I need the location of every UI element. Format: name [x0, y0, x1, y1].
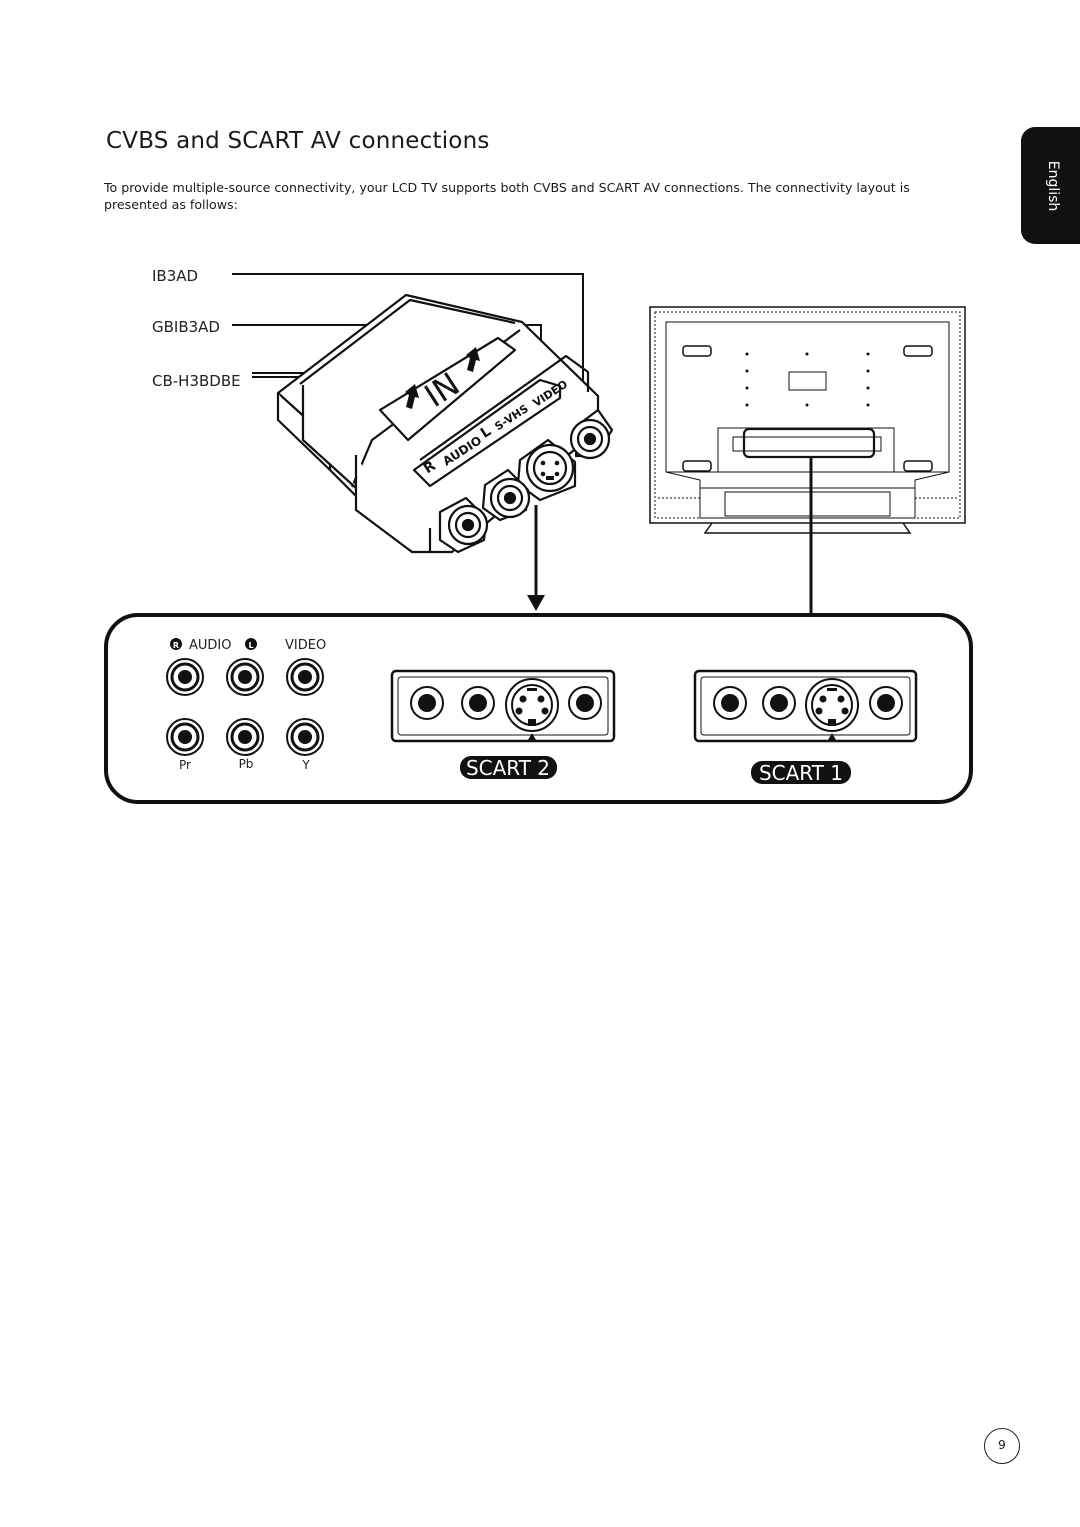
- scart-adapter-illustration: IN R AUDIO L S-VHS VIDEO: [276, 293, 614, 554]
- audio-r-badge: [170, 638, 182, 650]
- component-jack-pb: [226, 718, 264, 756]
- page-title: CVBS and SCART AV connections: [106, 128, 490, 154]
- audio-l-badge-text: L: [248, 641, 253, 650]
- callout-label-ib3ad: IB3AD: [152, 267, 198, 285]
- scart2-connector-block: [390, 669, 616, 743]
- tv-rear-illustration: [649, 306, 966, 534]
- rca-jack-audio-l: [226, 658, 264, 696]
- connector-panel: R AUDIO L VIDEO: [104, 613, 973, 804]
- scart1-label: SCART 1: [759, 761, 843, 785]
- callout-label-cb-h3bdbe: CB-H3BDBE: [152, 372, 241, 390]
- scart2-label: SCART 2: [466, 756, 550, 780]
- audio-r-badge-text: R: [173, 641, 179, 650]
- scart1-connector-block: [693, 669, 918, 743]
- video-label: VIDEO: [285, 638, 326, 653]
- rca-jack-audio-r: [166, 658, 204, 696]
- audio-l-badge: [245, 638, 257, 650]
- scart2-label-badge: [460, 756, 557, 779]
- intro-paragraph: To provide multiple-source connectivity,…: [104, 180, 910, 212]
- page-number: 9: [984, 1428, 1020, 1464]
- audio-label: AUDIO: [189, 638, 232, 653]
- component-jack-y: [286, 718, 324, 756]
- callout-label-gbib3ad: GBIB3AD: [152, 318, 220, 336]
- adapter-to-panel-arrow: [527, 505, 545, 611]
- component-jack-pr: [166, 718, 204, 756]
- component-label-pr: Pr: [179, 758, 191, 772]
- language-tab: [1021, 127, 1080, 244]
- component-label-y: Y: [301, 758, 310, 772]
- rca-jack-video: [286, 658, 324, 696]
- scart1-label-badge: [751, 761, 851, 784]
- component-label-pb: Pb: [239, 757, 254, 771]
